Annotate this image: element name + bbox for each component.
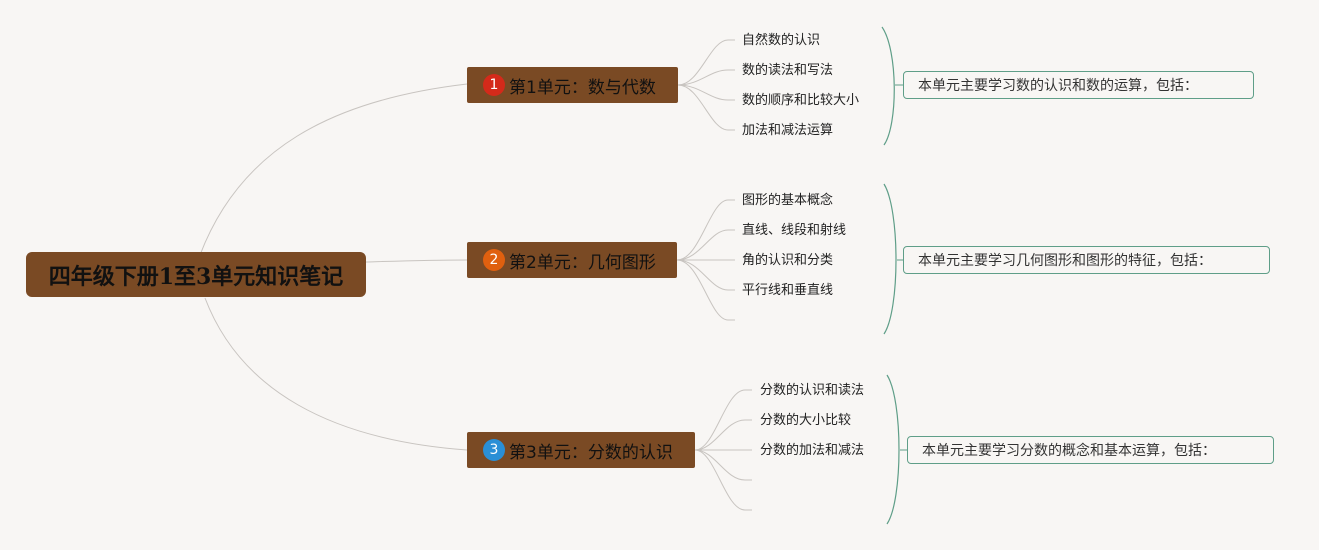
leaf-item[interactable]: 分数的加法和减法 bbox=[760, 443, 865, 458]
number-badge-icon: 3 bbox=[483, 439, 505, 461]
summary-node[interactable]: 本单元主要学习数的认识和数的运算，包括： bbox=[903, 71, 1254, 99]
root-title: 四年级下册1至3单元知识笔记 bbox=[48, 263, 344, 290]
leaf-item[interactable]: 数的读法和写法 bbox=[742, 63, 834, 78]
branch-1-leaf-connector bbox=[677, 84, 735, 131]
summary-text: 本单元主要学习数的认识和数的运算，包括： bbox=[918, 78, 1198, 94]
summary-node[interactable]: 本单元主要学习几何图形和图形的特征，包括： bbox=[903, 246, 1270, 274]
branch-node-3[interactable]: 3 第3单元：分数的认识 bbox=[467, 432, 695, 468]
leaf-item[interactable]: 角的认识和分类 bbox=[742, 253, 834, 268]
branch-3-leaf-connector bbox=[694, 449, 752, 511]
leaf-item[interactable]: 图形的基本概念 bbox=[742, 193, 834, 208]
number-badge-icon: 1 bbox=[483, 74, 505, 96]
branch-title: 第2单元：几何图形 bbox=[509, 252, 656, 273]
branch-1-leaf-connector bbox=[677, 84, 735, 101]
leaf-item[interactable]: 分数的大小比较 bbox=[760, 413, 852, 428]
branch-2-leaf-connector bbox=[676, 259, 735, 321]
branch-node-1[interactable]: 1 第1单元：数与代数 bbox=[467, 67, 678, 103]
number-badge-icon: 2 bbox=[483, 249, 505, 271]
branch-title: 第3单元：分数的认识 bbox=[509, 442, 673, 463]
root-branch-3-connector bbox=[204, 297, 468, 451]
branch-1-leaf-connector bbox=[677, 39, 735, 86]
summary-text: 本单元主要学习几何图形和图形的特征，包括： bbox=[918, 253, 1212, 269]
leaf-item[interactable]: 自然数的认识 bbox=[742, 33, 821, 48]
branch-2-leaf-connector bbox=[676, 199, 735, 261]
leaf-item[interactable]: 加法和减法运算 bbox=[742, 123, 834, 138]
leaf-item[interactable]: 平行线和垂直线 bbox=[742, 283, 834, 298]
branch-2-leaf-connector bbox=[676, 229, 735, 261]
summary-text: 本单元主要学习分数的概念和基本运算，包括： bbox=[922, 443, 1216, 459]
branch-3-leaf-connector bbox=[694, 389, 752, 451]
branch-3-summary-bracket bbox=[886, 374, 900, 525]
branch-1-leaf-connector bbox=[677, 69, 735, 86]
root-node[interactable]: 四年级下册1至3单元知识笔记 bbox=[26, 252, 366, 297]
branch-node-2[interactable]: 2 第2单元：几何图形 bbox=[467, 242, 677, 278]
root-branch-1-connector bbox=[199, 83, 468, 256]
leaf-item[interactable]: 分数的认识和读法 bbox=[760, 383, 865, 398]
branch-title: 第1单元：数与代数 bbox=[509, 77, 656, 98]
branch-3-leaf-connector bbox=[694, 419, 752, 451]
leaf-item[interactable]: 数的顺序和比较大小 bbox=[742, 93, 860, 108]
summary-node[interactable]: 本单元主要学习分数的概念和基本运算，包括： bbox=[907, 436, 1274, 464]
branch-2-summary-bracket bbox=[883, 183, 897, 335]
leaf-item[interactable]: 直线、线段和射线 bbox=[742, 223, 847, 238]
branch-2-leaf-connector bbox=[676, 259, 735, 291]
root-branch-2-connector bbox=[365, 259, 468, 263]
branch-3-leaf-connector bbox=[694, 449, 752, 481]
branch-1-summary-bracket bbox=[881, 26, 895, 146]
